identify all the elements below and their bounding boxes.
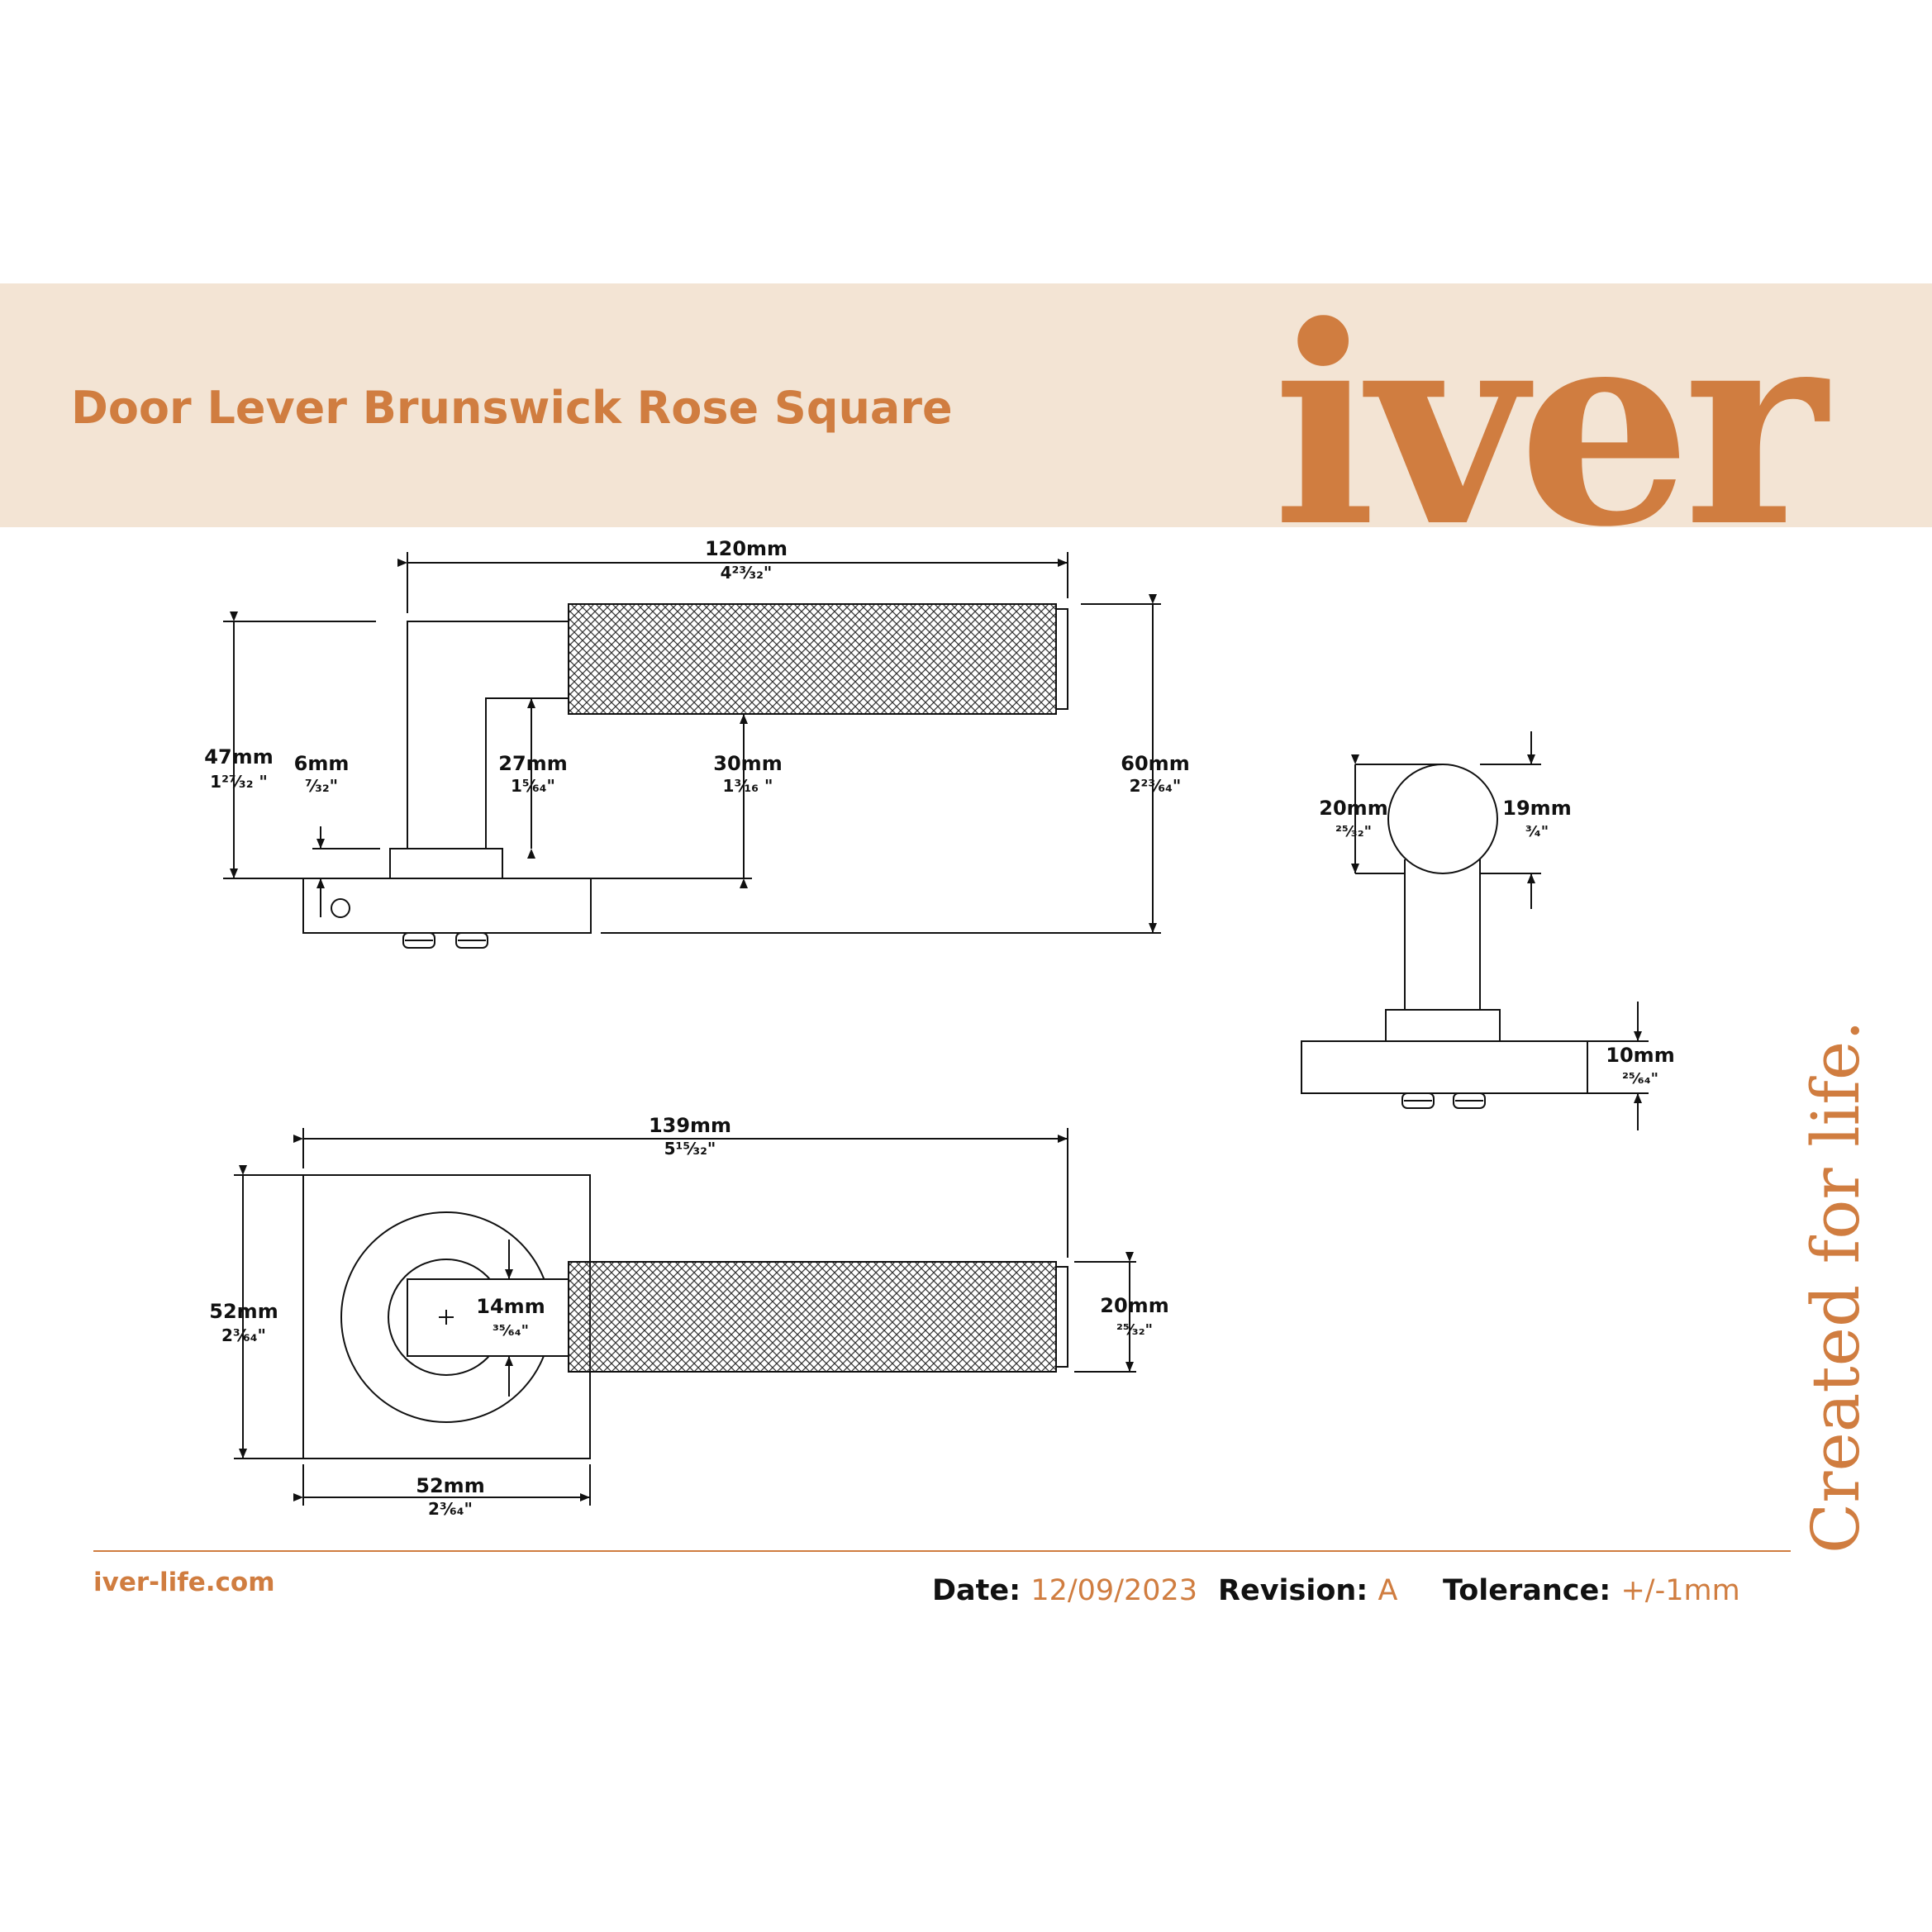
dim-plan-20-inch: ²⁵⁄₃₂" [1116, 1321, 1153, 1339]
dim-60-inch: 2²³⁄₆₄" [1130, 776, 1182, 796]
side-view [302, 603, 1068, 949]
tolerance-field: Tolerance: +/-1mm [1443, 1574, 1740, 1607]
dim-60-mm: 60mm [1121, 752, 1189, 775]
dim-plan-14-mm: 14mm [476, 1295, 545, 1318]
dim-27-mm: 27mm [498, 752, 567, 775]
date-value: 12/09/2023 [1030, 1574, 1198, 1607]
dim-30-mm: 30mm [713, 752, 782, 775]
side-view-labels: 120mm 4²³⁄₃₂" 47mm 1²⁷⁄₃₂ " 6mm ⁷⁄₃₂" 27… [204, 537, 1189, 796]
date-field: Date: 12/09/2023 [932, 1574, 1197, 1607]
end-view-dimensions [1351, 731, 1649, 1130]
dim-6-mm: 6mm [294, 752, 350, 775]
dim-plan-52h-inch: 2³⁄₆₄" [221, 1325, 266, 1345]
dim-139-mm: 139mm [649, 1114, 731, 1137]
dim-plan-52h-mm: 52mm [209, 1300, 278, 1323]
revision-value: A [1378, 1574, 1398, 1607]
plan-view-labels: 139mm 5¹⁵⁄₃₂" 52mm 2³⁄₆₄" 52mm 2³⁄₆₄" 14… [209, 1114, 1168, 1519]
footer-divider [93, 1550, 1791, 1552]
website-link[interactable]: iver-life.com [93, 1568, 275, 1597]
dim-end-10-inch: ²⁵⁄₆₄" [1622, 1070, 1658, 1087]
header-banner [0, 283, 1932, 527]
dim-plan-20-mm: 20mm [1100, 1294, 1168, 1317]
tagline: Created for life. [1797, 1020, 1874, 1554]
dim-30-inch: 1³⁄₁₆ " [723, 776, 773, 796]
dim-end-10-mm: 10mm [1606, 1044, 1674, 1067]
page-title: Door Lever Brunswick Rose Square [71, 382, 953, 434]
dim-end-20-mm: 20mm [1319, 797, 1387, 820]
dim-120-mm: 120mm [705, 537, 788, 560]
end-view [1301, 764, 1588, 1109]
end-view-labels: 20mm ²⁵⁄₃₂" 19mm ³⁄₄" 10mm ²⁵⁄₆₄" [1319, 797, 1674, 1087]
tolerance-value: +/-1mm [1620, 1574, 1740, 1607]
side-view-dimensions [223, 552, 1161, 934]
revision-label: Revision: [1218, 1574, 1368, 1607]
dim-47-mm: 47mm [204, 745, 273, 769]
dim-120-inch: 4²³⁄₃₂" [721, 563, 773, 583]
dim-end-20-inch: ²⁵⁄₃₂" [1335, 823, 1372, 840]
plan-view-dimensions [234, 1128, 1136, 1506]
dim-plan-52w-inch: 2³⁄₆₄" [428, 1499, 473, 1519]
dim-47-inch: 1²⁷⁄₃₂ " [210, 772, 268, 792]
dim-27-inch: 1⁵⁄₆₄" [511, 776, 555, 796]
dim-plan-52w-mm: 52mm [416, 1474, 484, 1497]
revision-field: Revision: A [1218, 1574, 1397, 1607]
svg-text:iver: iver [1273, 289, 1833, 529]
dim-plan-14-inch: ³⁵⁄₆₄" [493, 1322, 529, 1340]
plan-view [302, 1174, 1068, 1459]
date-label: Date: [932, 1574, 1021, 1607]
tolerance-label: Tolerance: [1443, 1574, 1611, 1607]
iver-logo: iver [1273, 289, 1841, 529]
dim-end-19-mm: 19mm [1502, 797, 1571, 820]
dim-6-inch: ⁷⁄₃₂" [305, 776, 338, 796]
dim-139-inch: 5¹⁵⁄₃₂" [664, 1139, 716, 1159]
dim-end-19-inch: ³⁄₄" [1525, 823, 1549, 840]
